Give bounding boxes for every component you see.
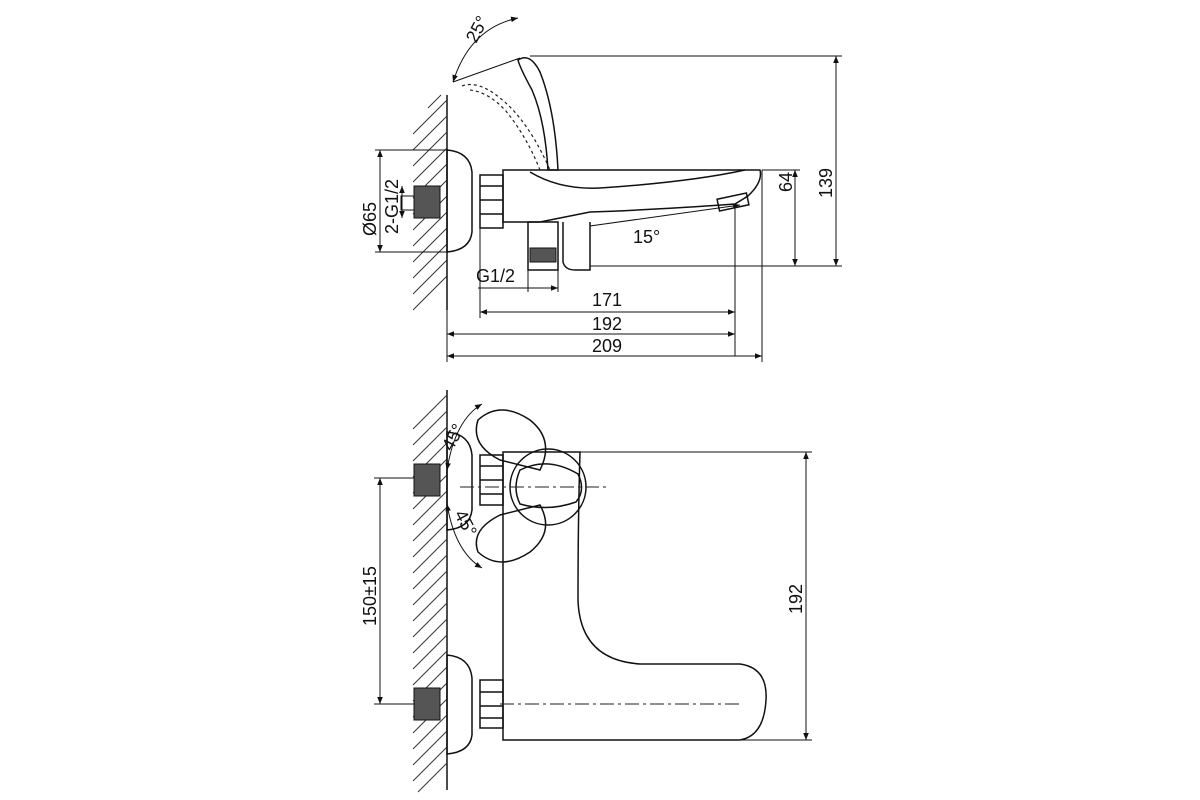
diameter-label: Ø65: [360, 202, 380, 236]
height-139-label: 139: [816, 168, 836, 198]
lower-hex-nut: [479, 679, 504, 729]
cartridge-knob: [515, 463, 583, 509]
length-209-label: 209: [592, 336, 622, 356]
handle-raised: [517, 57, 559, 171]
wall-flange: [446, 149, 473, 253]
hex-nut: [479, 174, 504, 229]
handle-angle-label: 25°: [462, 12, 492, 45]
top-body: [502, 451, 767, 741]
center-distance-label: 150±15: [360, 566, 380, 626]
lower-flange: [446, 654, 473, 755]
inlet-thread-tip: [400, 195, 415, 211]
outlet-thread-label: G1/2: [476, 266, 515, 286]
handle-position-lower: [475, 504, 547, 563]
spout-body: [502, 169, 762, 223]
side-view: 25° 15° Ø65 2-G1/2 G1/2 171 192 209 64: [360, 12, 842, 362]
handle-position-upper: [475, 409, 547, 471]
top-view: 45° 45° 150±15 192: [360, 390, 812, 793]
upper-hex-nut: [479, 454, 504, 506]
lower-inlet-knurl: [413, 687, 441, 721]
angle-upper-label: 45°: [438, 420, 468, 453]
height-64-label: 64: [776, 172, 796, 192]
inlet-thread-label: 2-G1/2: [382, 179, 402, 234]
upper-inlet-knurl: [413, 463, 441, 497]
wall-hatch-lower: [412, 390, 448, 793]
length-171-label: 171: [592, 290, 622, 310]
handle-lowered: [461, 83, 551, 171]
inlet-thread-knurl: [413, 185, 441, 219]
outlet-connector: [527, 221, 559, 271]
length-192-label: 192: [592, 314, 622, 334]
aerator: [716, 192, 750, 212]
spout-angle-label: 15°: [633, 227, 660, 247]
length-192-top-label: 192: [786, 584, 806, 614]
